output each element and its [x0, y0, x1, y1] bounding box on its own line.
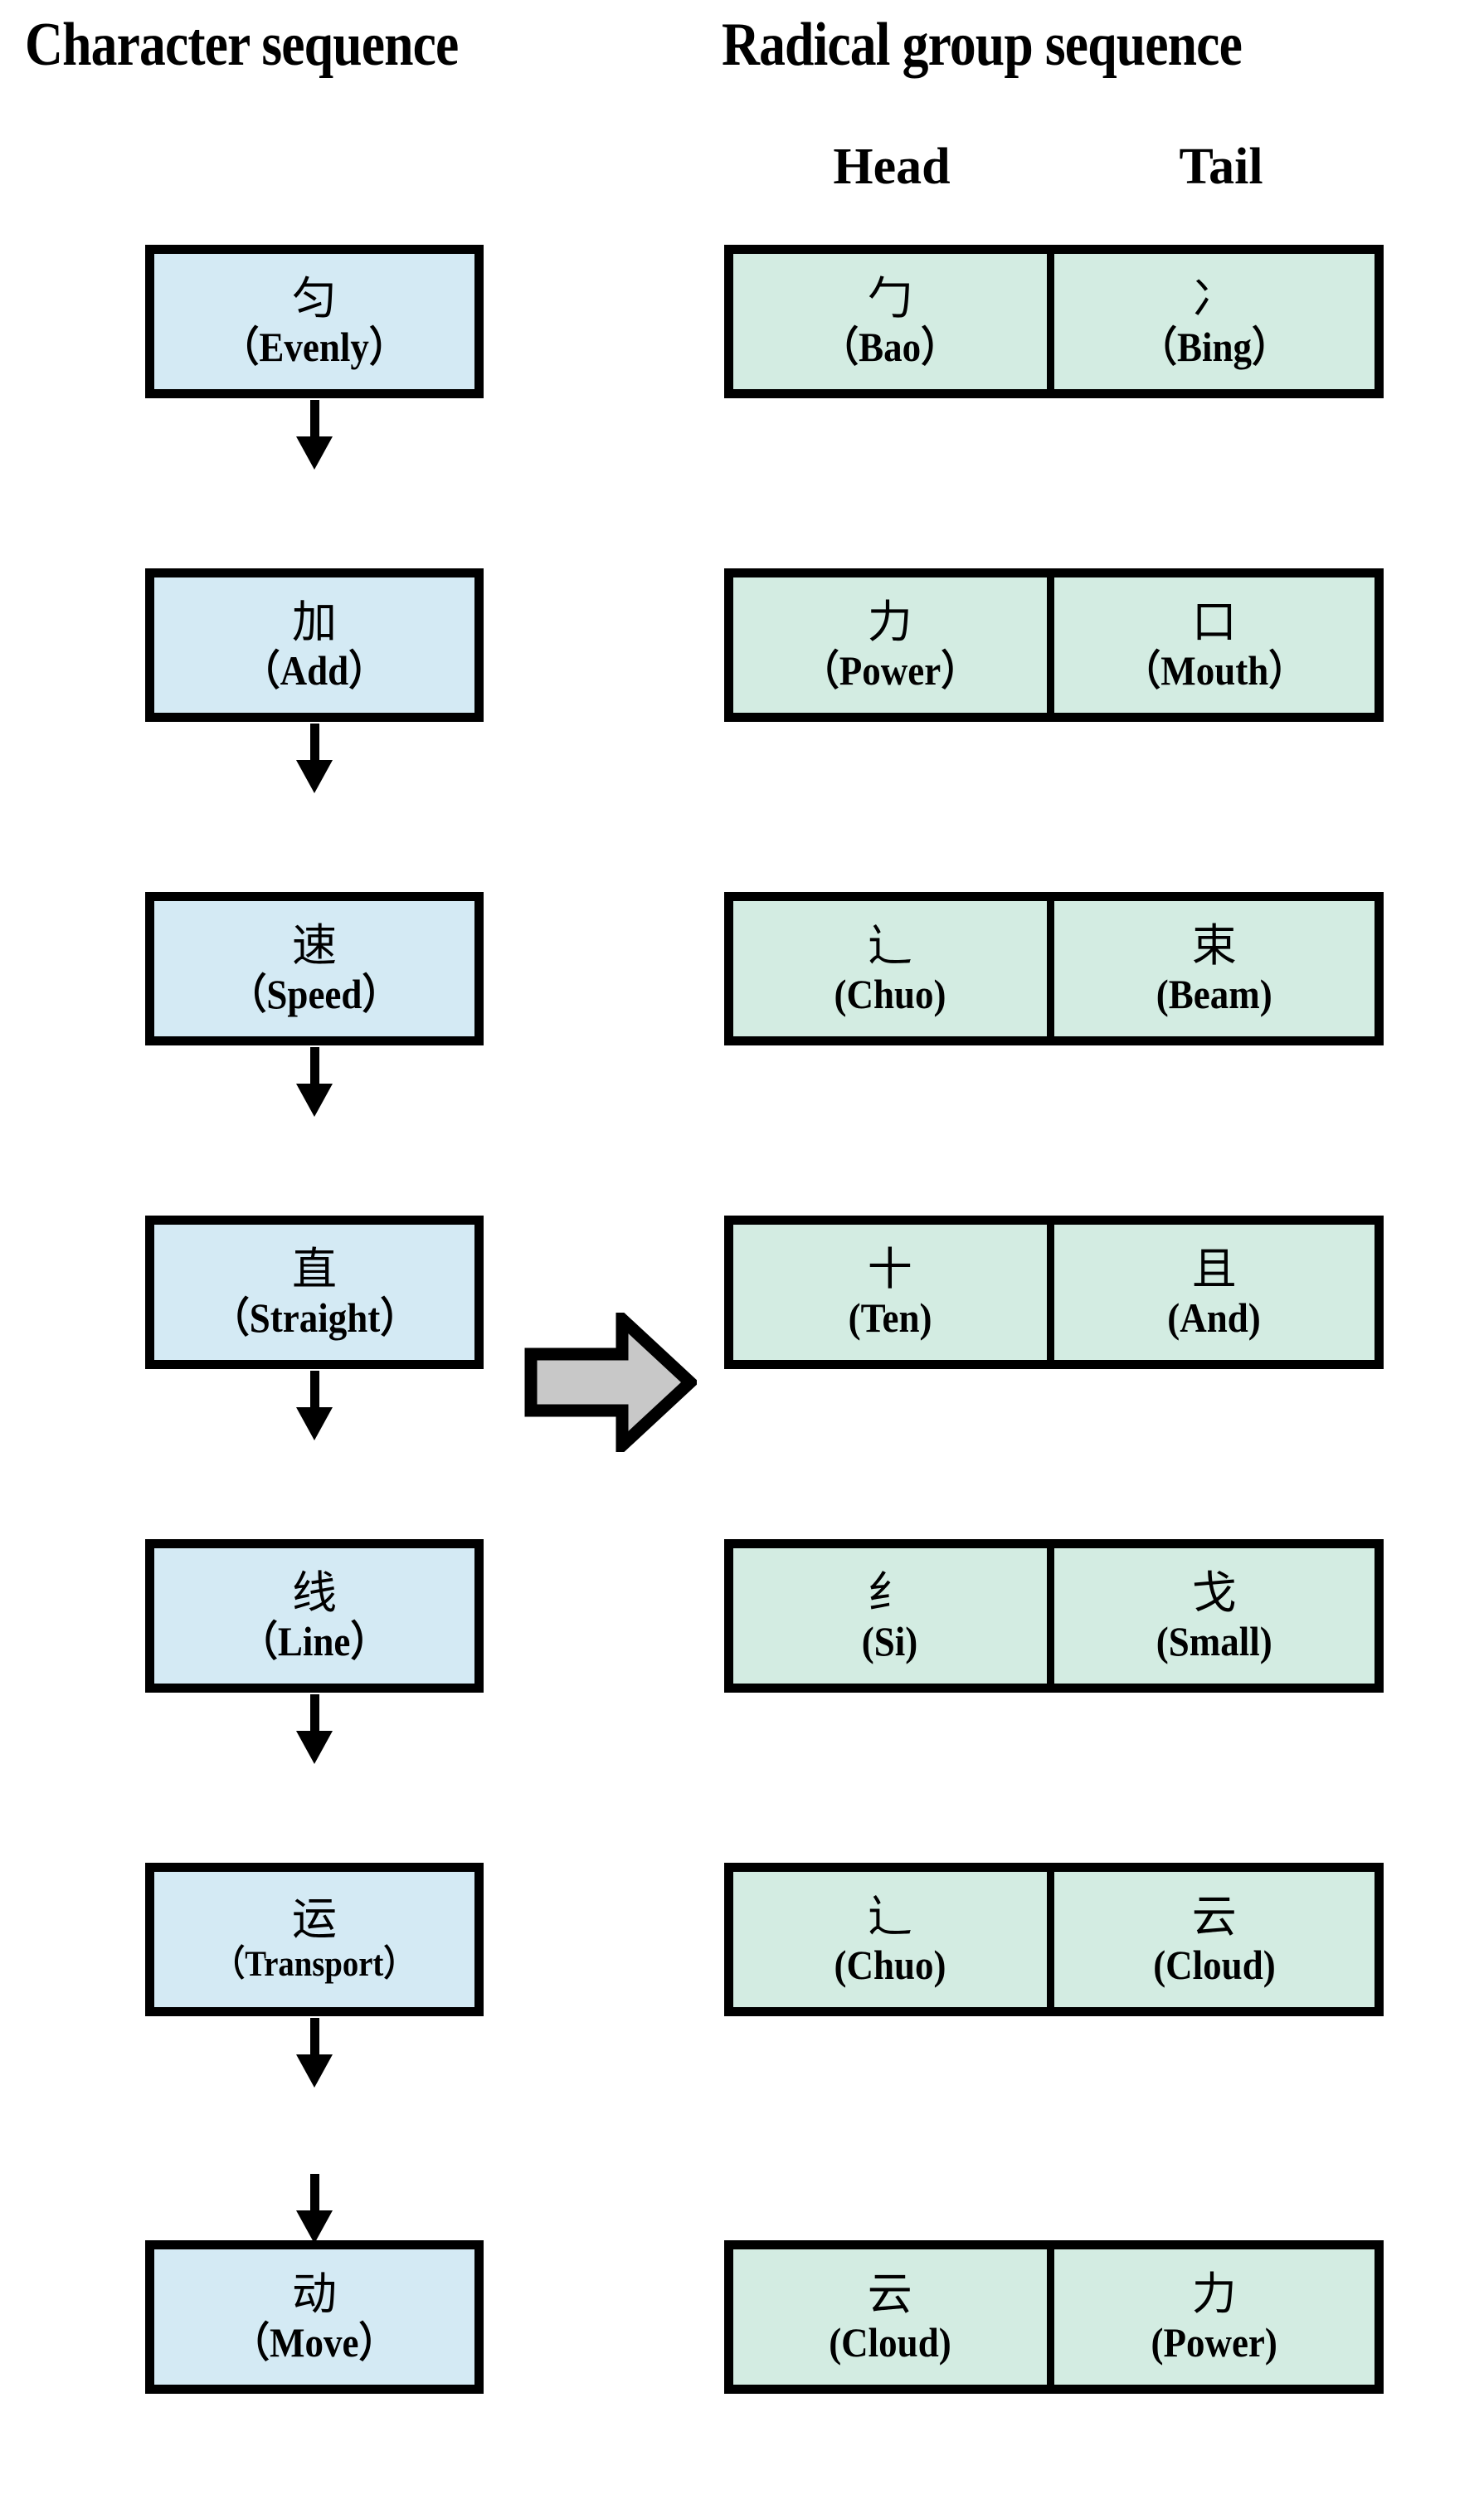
- radical-tail-glyph: 束: [1191, 919, 1237, 972]
- radical-tail-gloss: （Mouth）: [1122, 646, 1306, 694]
- radical-tail-gloss: (Beam): [1156, 970, 1272, 1017]
- arrow-head: [296, 760, 333, 793]
- radical-group-sequence-title: Radical group sequence: [722, 11, 1243, 79]
- character-glyph: 线: [292, 1566, 337, 1619]
- radical-head-glyph: 十: [867, 1242, 912, 1295]
- radical-head-gloss: (Ten): [848, 1294, 932, 1341]
- down-arrow-icon: [296, 1371, 333, 1440]
- radical-tail-cell: 云 (Cloud): [1054, 1872, 1375, 2007]
- radical-tail-glyph: 冫: [1191, 271, 1237, 324]
- radical-tail-glyph: 戈: [1191, 1566, 1237, 1619]
- down-arrow-icon: [296, 1047, 333, 1117]
- arrow-stem: [310, 2018, 319, 2069]
- character-box: 加 （Add）: [145, 568, 484, 722]
- radical-head-gloss: (Si): [862, 1617, 918, 1664]
- radical-head-gloss: （Bao）: [821, 323, 959, 370]
- character-glyph: 动: [292, 2267, 337, 2320]
- radical-tail-cell: 力 (Power): [1054, 2249, 1375, 2385]
- head-column-label: Head: [833, 139, 951, 195]
- down-arrow-icon: [296, 400, 333, 470]
- radical-tail-glyph: 口: [1191, 595, 1237, 648]
- radical-tail-glyph: 云: [1191, 1889, 1237, 1942]
- character-box: 运 （Transport）: [145, 1863, 484, 2016]
- radical-group-box: 十 (Ten) 且 (And): [724, 1216, 1384, 1369]
- character-box: 动 （Move）: [145, 2240, 484, 2394]
- character-box: 线 （Line）: [145, 1539, 484, 1693]
- character-gloss: （Line）: [241, 1617, 388, 1664]
- radical-group-box: 力 （Power） 口 （Mouth）: [724, 568, 1384, 722]
- radical-head-cell: 十 (Ten): [733, 1225, 1054, 1360]
- radical-tail-cell: 束 (Beam): [1054, 901, 1375, 1036]
- tail-column-label: Tail: [1179, 139, 1263, 195]
- character-gloss: （Transport）: [212, 1944, 416, 1984]
- radical-tail-glyph: 力: [1191, 2267, 1237, 2320]
- radical-head-glyph: 辶: [867, 1889, 912, 1942]
- radical-head-cell: 辶 (Chuo): [733, 901, 1054, 1036]
- character-box: 直 （Straight）: [145, 1216, 484, 1369]
- character-glyph: 直: [292, 1242, 337, 1295]
- arrow-head: [296, 2210, 333, 2244]
- radical-head-cell: 纟 (Si): [733, 1548, 1054, 1684]
- character-glyph: 运: [292, 1892, 337, 1945]
- radical-head-cell: 云 (Cloud): [733, 2249, 1054, 2385]
- radical-head-gloss: (Chuo): [834, 970, 946, 1017]
- radical-tail-gloss: (And): [1167, 1294, 1262, 1341]
- arrow-stem: [310, 400, 319, 451]
- down-arrow-icon: [296, 2018, 333, 2088]
- down-arrow-icon: [296, 2174, 333, 2244]
- radical-head-glyph: 辶: [867, 919, 912, 972]
- right-block-arrow-icon: [524, 1304, 700, 1460]
- character-sequence-title: Character sequence: [25, 11, 459, 79]
- character-gloss: （Move）: [232, 2318, 397, 2366]
- radical-group-box: 云 (Cloud) 力 (Power): [724, 2240, 1384, 2394]
- arrow-stem: [310, 1694, 319, 1746]
- character-glyph: 匀: [292, 271, 337, 324]
- radical-head-cell: 辶 (Chuo): [733, 1872, 1054, 2007]
- radical-group-box: 辶 (Chuo) 云 (Cloud): [724, 1863, 1384, 2016]
- radical-tail-cell: 戈 (Small): [1054, 1548, 1375, 1684]
- character-glyph: 加: [292, 595, 337, 648]
- arrow-head: [296, 1731, 333, 1764]
- radical-group-box: 纟 (Si) 戈 (Small): [724, 1539, 1384, 1693]
- radical-head-glyph: 勹: [867, 271, 912, 324]
- character-gloss: （Straight）: [212, 1294, 417, 1341]
- arrow-stem: [310, 1047, 319, 1099]
- arrow-stem: [310, 2174, 319, 2225]
- radical-tail-glyph: 且: [1191, 1242, 1237, 1295]
- radical-head-gloss: (Cloud): [828, 2318, 951, 2366]
- character-box: 速 （Speed）: [145, 892, 484, 1045]
- radical-tail-cell: 且 (And): [1054, 1225, 1375, 1360]
- character-gloss: （Speed）: [229, 970, 400, 1017]
- radical-head-glyph: 云: [867, 2267, 912, 2320]
- character-box: 匀 （Evenly）: [145, 245, 484, 398]
- radical-group-box: 勹 （Bao） 冫 （Bing）: [724, 245, 1384, 398]
- arrow-head: [296, 1084, 333, 1117]
- radical-head-gloss: (Chuo): [834, 1941, 946, 1988]
- radical-tail-gloss: (Power): [1151, 2318, 1277, 2366]
- arrow-head: [296, 2054, 333, 2088]
- radical-group-box: 辶 (Chuo) 束 (Beam): [724, 892, 1384, 1045]
- character-gloss: （Add）: [242, 646, 387, 694]
- radical-head-gloss: （Power）: [801, 646, 978, 694]
- radical-head-glyph: 力: [867, 595, 912, 648]
- arrow-stem: [310, 1371, 319, 1422]
- radical-head-cell: 力 （Power）: [733, 577, 1054, 713]
- down-arrow-icon: [296, 1694, 333, 1764]
- radical-tail-gloss: (Small): [1156, 1617, 1272, 1664]
- down-arrow-icon: [296, 724, 333, 793]
- arrow-head: [296, 1407, 333, 1440]
- radical-tail-gloss: （Bing）: [1139, 323, 1289, 370]
- radical-tail-cell: 冫 （Bing）: [1054, 254, 1375, 389]
- radical-head-cell: 勹 （Bao）: [733, 254, 1054, 389]
- arrow-head: [296, 436, 333, 470]
- character-glyph: 速: [292, 919, 337, 972]
- arrow-stem: [310, 724, 319, 775]
- character-gloss: （Evenly）: [221, 323, 407, 370]
- radical-tail-gloss: (Cloud): [1152, 1941, 1276, 1988]
- radical-head-glyph: 纟: [867, 1566, 912, 1619]
- radical-tail-cell: 口 （Mouth）: [1054, 577, 1375, 713]
